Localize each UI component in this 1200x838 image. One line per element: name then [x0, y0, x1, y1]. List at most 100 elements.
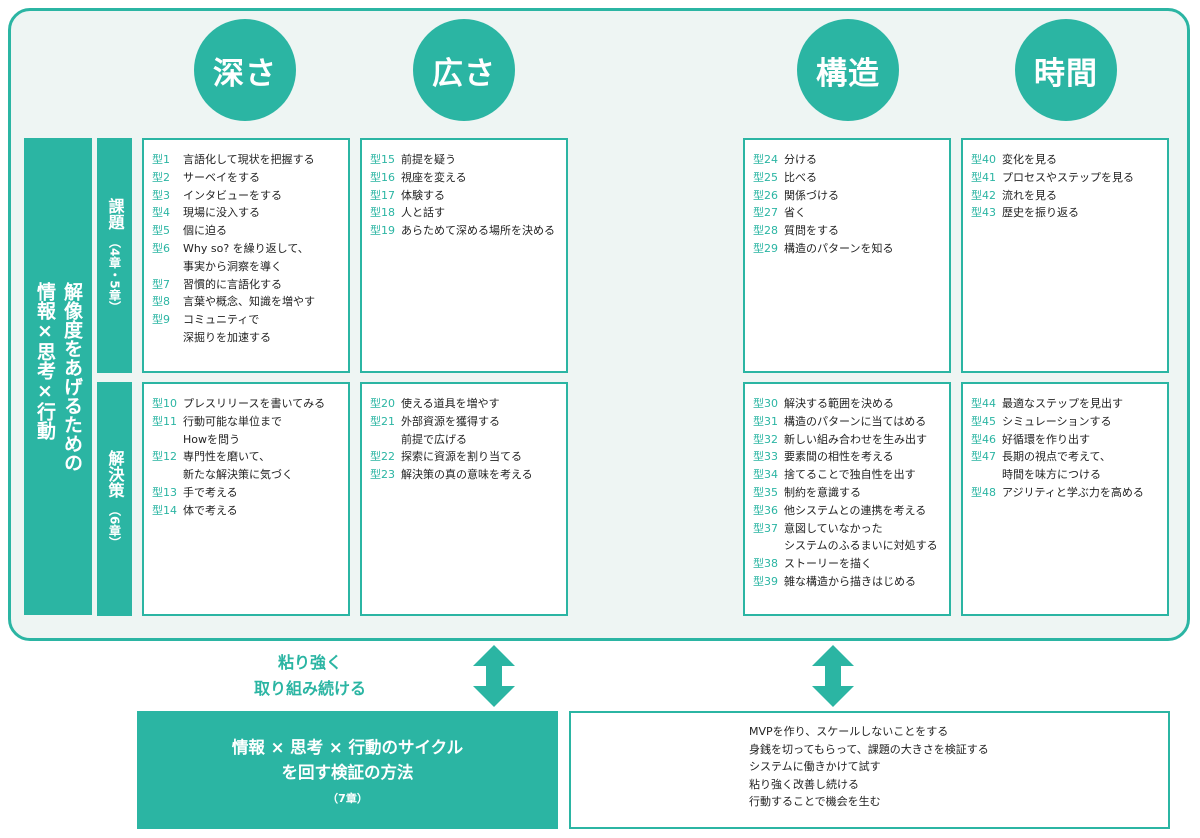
pattern-text: 意図していなかった — [784, 521, 883, 535]
pattern-item: Howを問う — [152, 431, 342, 449]
pattern-text: 他システムとの連携を考える — [784, 503, 927, 517]
pattern-number: 型34 — [753, 468, 778, 482]
pattern-text: 事実から洞察を導く — [183, 259, 282, 273]
pattern-text: 長期の視点で考えて、 — [1002, 450, 1111, 464]
pattern-text: 新たな解決策に気づく — [183, 468, 293, 482]
method-item: システムに働きかけて試す — [749, 760, 881, 774]
pattern-text: 質問をする — [784, 224, 839, 238]
double-arrow-icon-right — [812, 645, 854, 707]
pattern-number: 型22 — [370, 450, 395, 464]
pattern-number: 型9 — [152, 313, 170, 327]
pattern-number — [152, 258, 183, 276]
pattern-text: 捨てることで独自性を出す — [784, 468, 916, 482]
pattern-text: プロセスやステップを見る — [1002, 170, 1134, 184]
pattern-number: 型5 — [152, 224, 170, 238]
axis-structure-circle: 構造 — [797, 19, 899, 121]
pattern-number: 型6 — [152, 241, 170, 255]
pattern-text: 言葉や概念、知識を増やす — [183, 295, 315, 309]
pattern-number — [370, 431, 401, 449]
pattern-text: 体験する — [401, 188, 445, 202]
axis-time-label: 時間 — [1034, 55, 1098, 92]
pattern-text: 現場に没入する — [183, 206, 260, 220]
method-item: 粘り強く改善し続ける — [749, 777, 859, 791]
pattern-text: プレスリリースを書いてみる — [183, 397, 326, 410]
pattern-number: 型12 — [152, 450, 177, 464]
pattern-number: 型16 — [370, 170, 395, 184]
pattern-text: 言語化して現状を把握する — [183, 153, 315, 166]
pattern-number: 型46 — [971, 432, 996, 446]
axis-breadth-label: 広さ — [432, 55, 496, 92]
pattern-item: 型39 雑な構造から描きはじめる — [753, 573, 943, 591]
pattern-text: コミュニティで — [183, 313, 260, 327]
pattern-number: 型2 — [152, 170, 170, 184]
pattern-number — [152, 466, 183, 484]
pattern-text: 雑な構造から描きはじめる — [784, 574, 916, 588]
pattern-item: 型34 捨てることで独自性を出す — [753, 466, 943, 484]
pattern-item: システムのふるまいに対処する — [753, 537, 943, 555]
pattern-item: 型41 プロセスやステップを見る — [971, 169, 1161, 187]
pattern-text: 分ける — [784, 153, 817, 166]
pattern-item: 型9 コミュニティで — [152, 311, 342, 329]
pattern-number: 型39 — [753, 574, 778, 588]
pattern-text: 解決する範囲を決める — [784, 397, 894, 410]
pattern-item: 型4 現場に没入する — [152, 204, 342, 222]
pattern-text: 歴史を振り返る — [1002, 206, 1079, 220]
pattern-number: 型4 — [152, 206, 170, 220]
pattern-number: 型27 — [753, 206, 778, 220]
pattern-number: 型11 — [152, 414, 177, 428]
pattern-text: あらためて深める場所を決める — [401, 224, 555, 238]
method-item: 身銭を切ってもらって、課題の大きさを検証する — [749, 742, 989, 756]
pattern-text: 最適なステップを見出す — [1002, 397, 1123, 410]
pattern-number: 型8 — [152, 295, 170, 309]
axis-structure-label: 構造 — [816, 55, 880, 92]
pattern-number: 型7 — [152, 277, 170, 291]
pattern-number: 型40 — [971, 153, 996, 166]
pattern-text: 構造のパターンに当てはめる — [784, 414, 927, 428]
main-label-line-2: 情報×思考×行動 — [34, 281, 56, 440]
pattern-number: 型15 — [370, 153, 395, 166]
pattern-number — [753, 537, 784, 555]
pattern-number: 型26 — [753, 188, 778, 202]
persistence-caption: 粘り強く 取り組み続ける — [220, 650, 400, 702]
pattern-item: 時間を味方につける — [971, 466, 1161, 484]
pattern-number: 型1 — [152, 153, 170, 166]
verification-cycle-box: 情報 × 思考 × 行動のサイクル を回す検証の方法 （7章） — [137, 711, 558, 829]
pattern-text: 行動可能な単位まで — [183, 414, 282, 428]
pattern-item: 深掘りを加速する — [152, 329, 342, 347]
pattern-number: 型44 — [971, 397, 996, 410]
pattern-text: Howを問う — [183, 432, 240, 446]
pattern-number: 型41 — [971, 170, 996, 184]
pattern-number: 型30 — [753, 397, 778, 410]
pattern-item: 型8 言葉や概念、知識を増やす — [152, 293, 342, 311]
cycle-title-line-1: 情報 × 思考 × 行動のサイクル — [231, 738, 464, 757]
row-solution-chapter: （6章） — [107, 503, 122, 549]
pattern-text: 前提で広げる — [401, 432, 467, 446]
pattern-number: 型28 — [753, 224, 778, 238]
axis-depth-label: 深さ — [213, 55, 277, 92]
pattern-text: 比べる — [784, 170, 817, 184]
pattern-number: 型20 — [370, 397, 395, 410]
pattern-text: システムのふるまいに対処する — [784, 539, 938, 553]
pattern-number: 型45 — [971, 414, 996, 428]
cycle-chapter: （7章） — [327, 792, 368, 805]
pattern-number: 型38 — [753, 557, 778, 571]
